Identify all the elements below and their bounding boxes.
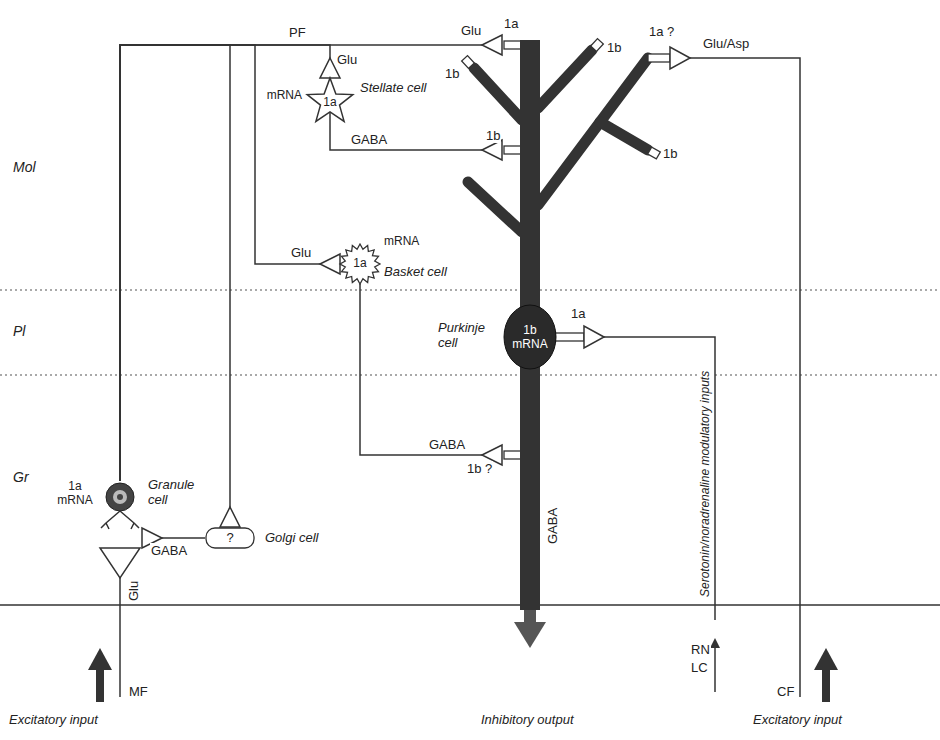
synaptic-connection [330,126,502,150]
io-caption: Excitatory input [752,712,843,727]
transmitter-label: GABA [150,543,188,558]
receptor-block [648,54,670,62]
fibre-name: PF [288,25,307,40]
granule-dendrites [101,511,139,529]
granule-soma [106,483,134,511]
golgi-soma [206,528,254,548]
layer-boundary [0,289,940,290]
receptor-block [504,41,521,49]
dendrite-branch [538,50,592,108]
modulatory-arrow-shaft [714,646,716,692]
layer-boundaries [0,290,940,605]
receptor-block [504,451,521,459]
modulatory-arrow-head [710,638,720,648]
io-caption: Inhibitory output [480,712,575,727]
cell-name: Basket cell [384,264,447,279]
synaptic-terminal [670,47,690,69]
receptor-label: 1b [485,128,501,143]
synaptic-connection [360,284,502,455]
input-terminals [100,47,690,578]
layer-name: Pl [12,324,26,339]
synaptic-terminal [584,326,604,348]
mrna-label: 1b mRNA [510,323,550,351]
synaptic-connection [120,45,330,481]
receptor-label: 1a ? [648,24,675,39]
synaptic-connection [120,45,230,527]
transmitter-label: Glu [126,580,141,602]
granule-nucleolus [117,494,123,500]
dendrite-branch [474,68,522,120]
receptor-label: 1b ? [466,461,493,476]
receptor-label: 1b [444,66,460,81]
cell-name: Stellate cell [360,80,426,95]
output-arrow-head [514,622,546,648]
receptor-block [555,333,584,341]
receptor-label: 1b [662,146,678,161]
input-arrow-head [814,648,838,670]
gene-label: 1a [306,95,354,110]
basket-cell: 1amRNABasket cell [340,244,380,284]
layer-name: Mol [12,160,37,175]
fibre-name: CF [776,684,795,699]
io-caption: Excitatory input [8,712,99,727]
input-description: Serotonin/noradrenaline modulatory input… [698,370,713,598]
cell-name: Purkinje cell [438,320,496,350]
receptor-block [504,146,521,154]
mrna-label: mRNA [384,234,419,249]
modulatory-fibre [604,337,715,620]
receptor-label: 1a [570,306,586,321]
transmitter-label: Glu/Asp [702,36,750,51]
gene-label: 1a [340,256,380,271]
input-fibres [120,58,800,697]
mrna-label: mRNA [267,88,302,103]
synaptic-connection [120,45,502,481]
cell-outline [98,481,142,545]
fibre-name: MF [128,684,149,699]
dendrite-branch [538,58,648,205]
receptor-block [648,147,661,159]
transmitter-label: Glu [460,23,482,38]
purkinje-soma [504,305,556,369]
layer-boundary [0,374,940,375]
transmitter-label: GABA [545,507,560,545]
transmitter-label: Glu [290,245,312,260]
white-matter-boundary [0,604,940,605]
nucleus-name: LC [690,660,709,675]
dendrite-branch [600,122,648,150]
receptor-block [591,39,604,52]
nucleus-name: RN [690,642,711,657]
climbing-fibre [690,58,800,697]
input-arrow-shaft [822,668,830,702]
stellate-cell: 1amRNAStellate cell [306,78,354,126]
cell-name: Granule cell [148,477,204,507]
transmitter-label: Glu [336,52,358,67]
receptors [462,39,670,459]
input-arrow-shaft [96,668,104,702]
synaptic-connection [142,537,205,539]
mossy-fibre [119,578,121,697]
transmitter-label: GABA [350,132,388,147]
layer-name: Gr [12,470,30,485]
input-arrow-head [88,648,112,670]
receptor-block [462,56,475,69]
transmitter-label: GABA [428,437,466,452]
golgi-cell: ?Golgi cell [205,527,255,549]
spiky-soma [340,244,380,284]
dendrite-branch [468,182,522,232]
synaptic-terminal [100,548,140,578]
receptor-label: 1a [503,16,519,31]
cell-name: Golgi cell [265,530,318,545]
unknown-mark: ? [205,530,255,545]
receptor-label: 1b [606,40,622,55]
dendrite [101,511,139,529]
io-arrows [88,609,838,702]
output-arrow-shaft [524,609,536,624]
granule-cell: 1a mRNAGranule cell [98,481,142,545]
mrna-label: 1a mRNA [56,479,94,507]
granule-nucleus [113,490,127,504]
purkinje-dendrites [468,50,648,232]
